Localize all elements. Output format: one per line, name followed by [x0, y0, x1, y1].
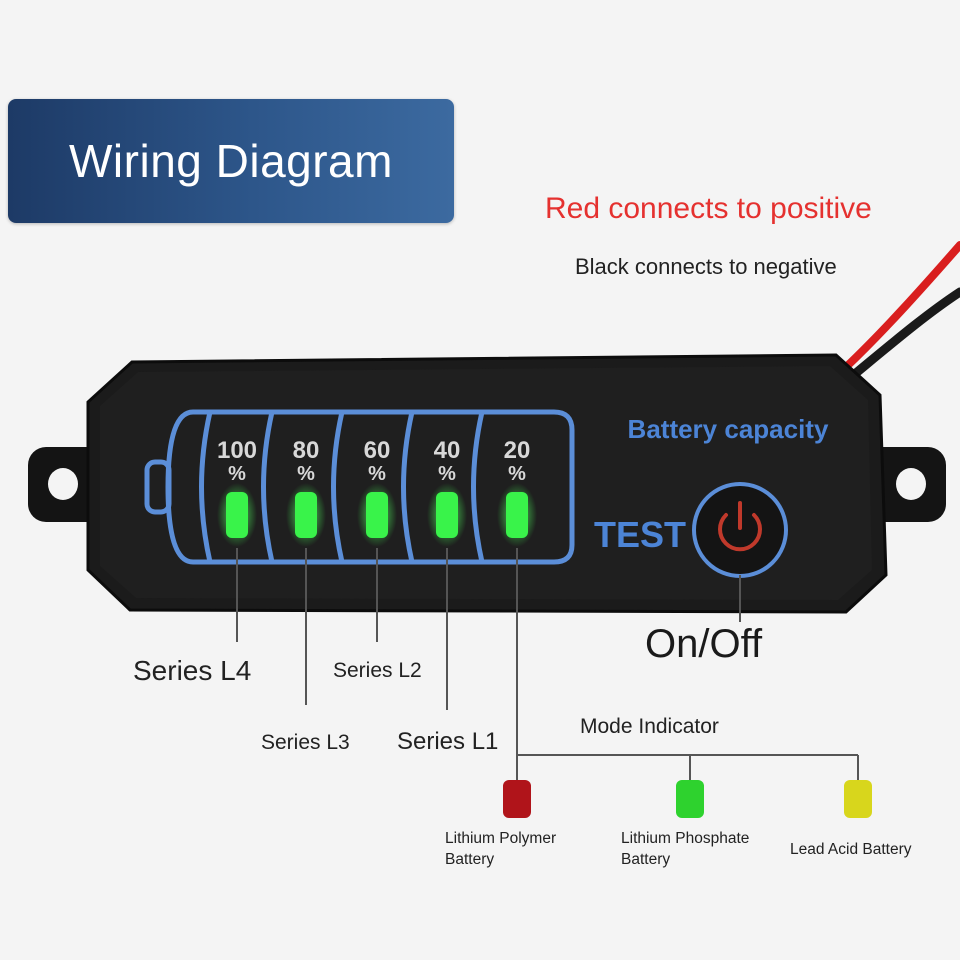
red-wire-note: Red connects to positive — [545, 192, 872, 225]
on-off-label: On/Off — [645, 622, 763, 666]
level-40-led — [436, 492, 458, 538]
black-wire-note: Black connects to negative — [575, 254, 837, 279]
series-l4-label: Series L4 — [133, 655, 252, 686]
level-80-led — [295, 492, 317, 538]
level-100-label: 100 — [217, 437, 257, 464]
mode-indicator-label: Mode Indicator — [580, 715, 719, 738]
level-60-label: 60 — [364, 437, 391, 464]
series-l3-label: Series L3 — [261, 731, 350, 754]
level-60-percent: % — [368, 463, 386, 485]
test-label: TEST — [594, 514, 686, 555]
level-100-led — [226, 492, 248, 538]
mode-led-3 — [844, 780, 872, 818]
mode-leds — [503, 780, 872, 818]
level-60-led — [366, 492, 388, 538]
level-100-percent: % — [228, 463, 246, 485]
series-l2-label: Series L2 — [333, 659, 422, 682]
level-indicators: 100%80%60%40%20% — [217, 437, 537, 547]
mode-lithium-phosphate: Lithium Phosphate Battery — [621, 829, 749, 871]
title-text: Wiring Diagram — [69, 135, 393, 187]
mode-lithium-polymer: Lithium Polymer Battery — [445, 829, 556, 871]
battery-outline-icon — [144, 409, 575, 565]
level-40-percent: % — [438, 463, 456, 485]
mode-lithium-phosphate-line2: Battery — [621, 850, 671, 868]
mode-lead-acid-line1: Lead Acid Battery — [790, 841, 912, 858]
mode-lead-acid: Lead Acid Battery — [790, 840, 912, 861]
mode-led-2 — [676, 780, 704, 818]
power-button — [692, 482, 788, 578]
level-20-label: 20 — [504, 437, 531, 464]
mode-lithium-phosphate-line1: Lithium Phosphate — [621, 830, 750, 847]
black-wire — [845, 287, 960, 383]
mode-lithium-polymer-line2: Battery — [445, 850, 495, 868]
level-20-percent: % — [508, 463, 526, 485]
red-wire — [841, 241, 960, 372]
power-icon — [718, 513, 762, 552]
level-80-percent: % — [297, 463, 315, 485]
mode-led-1 — [503, 780, 531, 818]
series-l1-label: Series L1 — [397, 728, 499, 755]
level-20-led — [506, 492, 528, 538]
capacity-label: Battery capacity — [628, 414, 829, 444]
level-80-label: 80 — [293, 437, 320, 464]
level-40-label: 40 — [434, 437, 461, 464]
mode-lithium-polymer-line1: Lithium Polymer — [445, 830, 557, 847]
title-badge: Wiring Diagram — [8, 99, 454, 223]
